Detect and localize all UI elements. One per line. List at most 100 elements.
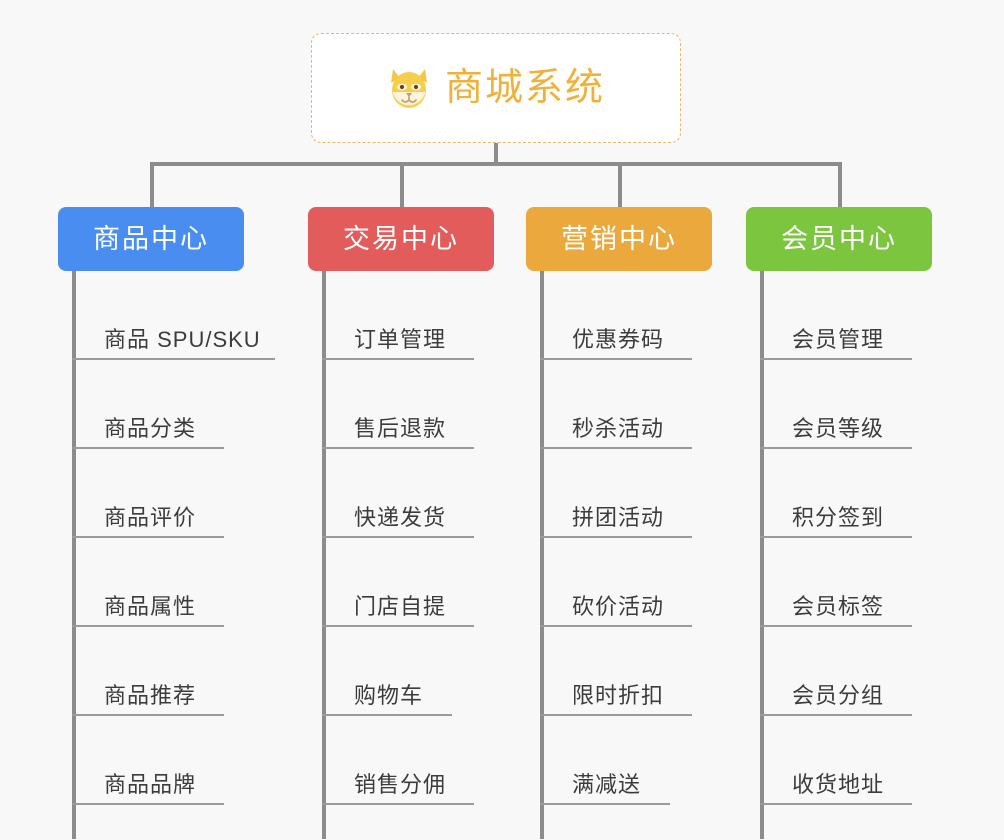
branch-product-center: 商品中心 商品 SPU/SKU 商品分类 商品评价 商品属性 商品推荐 <box>58 207 278 839</box>
leaf-label: 商品 SPU/SKU <box>104 327 261 352</box>
category-header-marketing-center[interactable]: 营销中心 <box>526 207 712 271</box>
branch-spine <box>322 271 326 839</box>
leaf-label: 满减送 <box>572 772 642 797</box>
leaf-underline <box>540 358 692 360</box>
leaf-item[interactable]: 门店自提 <box>308 538 528 627</box>
leaf-item[interactable]: 商品评价 <box>58 449 278 538</box>
leaf-underline <box>540 714 692 716</box>
leaf-item[interactable]: 商品推荐 <box>58 627 278 716</box>
category-header-product-center[interactable]: 商品中心 <box>58 207 244 271</box>
leaf-item[interactable]: 商品属性 <box>58 538 278 627</box>
leaf-item[interactable]: 商品品牌 <box>58 716 278 805</box>
leaf-label: 秒杀活动 <box>572 416 665 441</box>
leaf-underline <box>72 358 275 360</box>
leaf-underline <box>322 447 474 449</box>
root-title: 商城系统 <box>444 67 605 109</box>
leaf-label: 商品品牌 <box>104 772 197 797</box>
shiba-dog-face-icon <box>387 65 431 111</box>
leaf-item[interactable]: 商品 SPU/SKU <box>58 271 278 360</box>
leaf-underline <box>322 803 474 805</box>
leaf-list-member-center: 会员管理 会员等级 积分签到 会员标签 会员分组 收货地址 <box>746 271 966 805</box>
leaf-label: 优惠券码 <box>572 327 665 352</box>
leaf-underline <box>540 447 692 449</box>
leaf-label: 商品评价 <box>104 505 197 530</box>
leaf-item[interactable]: 优惠券码 <box>526 271 746 360</box>
leaf-label: 售后退款 <box>354 416 447 441</box>
category-label: 会员中心 <box>781 223 897 254</box>
leaf-label: 商品推荐 <box>104 683 197 708</box>
leaf-label: 会员管理 <box>792 327 885 352</box>
leaf-underline <box>322 714 452 716</box>
leaf-list-product-center: 商品 SPU/SKU 商品分类 商品评价 商品属性 商品推荐 商品品牌 <box>58 271 278 805</box>
leaf-label: 购物车 <box>354 683 424 708</box>
category-header-trade-center[interactable]: 交易中心 <box>308 207 494 271</box>
leaf-item[interactable]: 会员等级 <box>746 360 966 449</box>
leaf-underline <box>72 803 224 805</box>
category-label: 商品中心 <box>93 223 209 254</box>
leaf-underline <box>72 536 224 538</box>
leaf-underline <box>540 625 692 627</box>
leaf-underline <box>760 447 912 449</box>
leaf-label: 会员等级 <box>792 416 885 441</box>
leaf-item[interactable]: 售后退款 <box>308 360 528 449</box>
connector-drop-trade-center <box>400 162 404 208</box>
leaf-item[interactable]: 积分签到 <box>746 449 966 538</box>
leaf-item[interactable]: 拼团活动 <box>526 449 746 538</box>
leaf-item[interactable]: 限时折扣 <box>526 627 746 716</box>
leaf-label: 快递发货 <box>354 505 447 530</box>
leaf-item[interactable]: 销售分佣 <box>308 716 528 805</box>
leaf-list-marketing-center: 优惠券码 秒杀活动 拼团活动 砍价活动 限时折扣 满减送 <box>526 271 746 805</box>
root-node[interactable]: 商城系统 <box>311 33 681 143</box>
leaf-underline <box>322 625 474 627</box>
leaf-underline <box>540 536 692 538</box>
branch-spine <box>72 271 76 839</box>
leaf-underline <box>72 447 224 449</box>
leaf-label: 会员标签 <box>792 594 885 619</box>
leaf-item[interactable]: 满减送 <box>526 716 746 805</box>
leaf-item[interactable]: 会员标签 <box>746 538 966 627</box>
leaf-item[interactable]: 收货地址 <box>746 716 966 805</box>
leaf-underline <box>322 358 474 360</box>
category-header-member-center[interactable]: 会员中心 <box>746 207 932 271</box>
leaf-item[interactable]: 会员管理 <box>746 271 966 360</box>
leaf-label: 积分签到 <box>792 505 885 530</box>
leaf-underline <box>760 536 912 538</box>
leaf-label: 销售分佣 <box>354 772 447 797</box>
leaf-underline <box>760 714 912 716</box>
leaf-underline <box>72 625 224 627</box>
leaf-underline <box>760 358 912 360</box>
category-label: 交易中心 <box>343 223 459 254</box>
branch-spine <box>540 271 544 839</box>
connector-root-stem <box>494 143 498 165</box>
connector-horizontal-bus <box>150 162 842 166</box>
leaf-label: 订单管理 <box>354 327 447 352</box>
leaf-item[interactable]: 快递发货 <box>308 449 528 538</box>
leaf-label: 门店自提 <box>354 594 447 619</box>
leaf-label: 拼团活动 <box>572 505 665 530</box>
leaf-item[interactable]: 商品分类 <box>58 360 278 449</box>
leaf-label: 收货地址 <box>792 772 885 797</box>
branch-member-center: 会员中心 会员管理 会员等级 积分签到 会员标签 会员分组 <box>746 207 966 839</box>
leaf-item[interactable]: 购物车 <box>308 627 528 716</box>
leaf-label: 商品属性 <box>104 594 197 619</box>
branch-spine <box>760 271 764 839</box>
leaf-underline <box>72 714 224 716</box>
leaf-underline <box>760 625 912 627</box>
leaf-underline <box>760 803 912 805</box>
connector-drop-product-center <box>150 162 154 208</box>
leaf-label: 商品分类 <box>104 416 197 441</box>
leaf-label: 限时折扣 <box>572 683 665 708</box>
leaf-item[interactable]: 会员分组 <box>746 627 966 716</box>
leaf-label: 砍价活动 <box>572 594 665 619</box>
connector-drop-member-center <box>838 162 842 208</box>
branch-marketing-center: 营销中心 优惠券码 秒杀活动 拼团活动 砍价活动 限时折扣 <box>526 207 746 839</box>
leaf-item[interactable]: 秒杀活动 <box>526 360 746 449</box>
leaf-item[interactable]: 订单管理 <box>308 271 528 360</box>
leaf-item[interactable]: 砍价活动 <box>526 538 746 627</box>
leaf-underline <box>322 536 474 538</box>
category-label: 营销中心 <box>561 223 677 254</box>
branch-trade-center: 交易中心 订单管理 售后退款 快递发货 门店自提 购物车 <box>308 207 528 839</box>
leaf-label: 会员分组 <box>792 683 885 708</box>
leaf-underline <box>540 803 670 805</box>
